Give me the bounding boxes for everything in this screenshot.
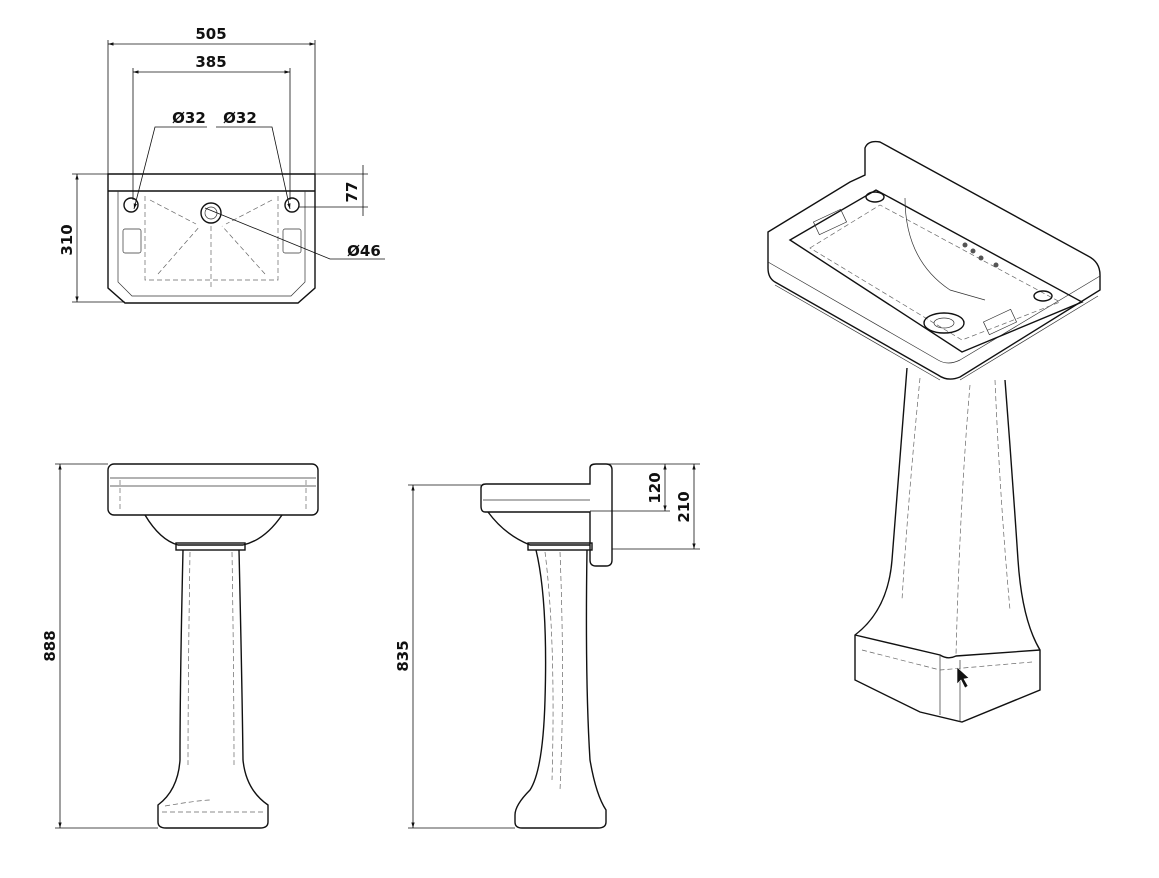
dim-tap-hole-right: Ø32 bbox=[223, 109, 257, 127]
top-view: 505 385 Ø32 Ø32 77 310 Ø46 bbox=[58, 25, 385, 304]
dim-tap-hole-left: Ø32 bbox=[172, 109, 206, 127]
dim-835: 835 bbox=[394, 640, 412, 671]
dim-waste-46: Ø46 bbox=[347, 242, 381, 260]
dim-120: 120 bbox=[646, 472, 664, 503]
dim-210: 210 bbox=[675, 491, 693, 522]
dim-77: 77 bbox=[343, 182, 361, 203]
dim-505: 505 bbox=[195, 25, 226, 43]
dim-310: 310 bbox=[58, 224, 76, 255]
arrow-cursor-icon bbox=[956, 666, 970, 689]
dim-888: 888 bbox=[41, 630, 59, 661]
dim-385: 385 bbox=[195, 53, 226, 71]
side-view: 835 120 210 bbox=[394, 463, 700, 829]
front-view: 888 bbox=[41, 463, 319, 829]
isometric-view bbox=[767, 140, 1101, 723]
